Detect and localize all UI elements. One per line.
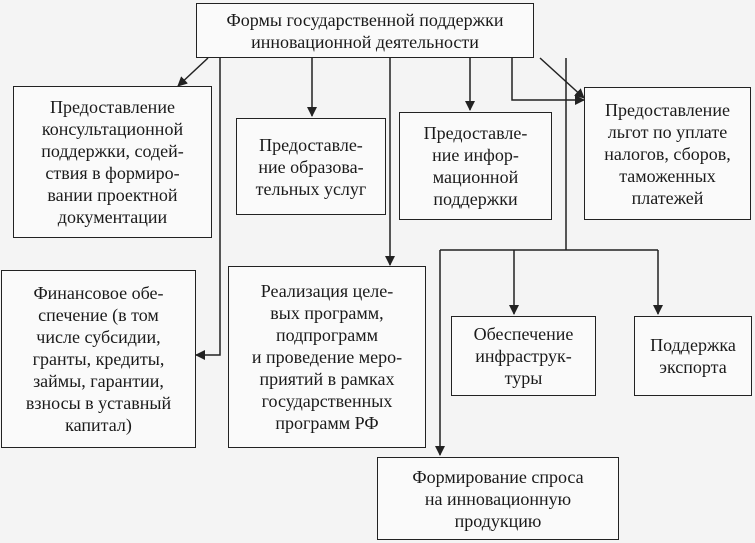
- consult-box: Предоставление консультационной поддержк…: [13, 86, 212, 238]
- consult-label: Предоставление консультационной поддержк…: [41, 97, 184, 227]
- tax-label: Предоставление льгот по уплате налогов, …: [604, 99, 731, 208]
- demand-box: Формирование спроса на инновационную про…: [377, 457, 619, 540]
- arrow-root-tax: [511, 58, 585, 105]
- info-box: Предоставле- ние инфор- мационной поддер…: [399, 112, 552, 220]
- tax-box: Предоставление льгот по уплате налогов, …: [584, 87, 751, 220]
- infra-label: Обеспечение инфраструк- туры: [473, 324, 574, 388]
- demand-label: Формирование спроса на инновационную про…: [412, 466, 584, 531]
- arrow-root-tax-diag: [539, 57, 585, 99]
- edu-box: Предоставле- ние образова- тельных услуг: [236, 118, 386, 215]
- export-box: Поддержка экспорта: [634, 316, 752, 396]
- arrow-root-consult: [177, 57, 209, 87]
- arrow-root-finance: [195, 58, 221, 360]
- infra-box: Обеспечение инфраструк- туры: [451, 316, 596, 396]
- info-label: Предоставле- ние инфор- мационной поддер…: [423, 123, 528, 209]
- programs-box: Реализация целе- вых программ, подпрогра…: [228, 266, 426, 448]
- finance-label: Финансовое обе- спечение (в том числе су…: [25, 283, 172, 435]
- edu-label: Предоставле- ние образова- тельных услуг: [255, 134, 367, 199]
- root-label: Формы государственной поддержки инноваци…: [226, 9, 504, 52]
- root-box: Формы государственной поддержки инноваци…: [196, 3, 534, 58]
- finance-box: Финансовое обе- спечение (в том числе су…: [1, 270, 196, 448]
- programs-label: Реализация целе- вых программ, подпрогра…: [251, 281, 403, 433]
- export-label: Поддержка экспорта: [650, 335, 736, 377]
